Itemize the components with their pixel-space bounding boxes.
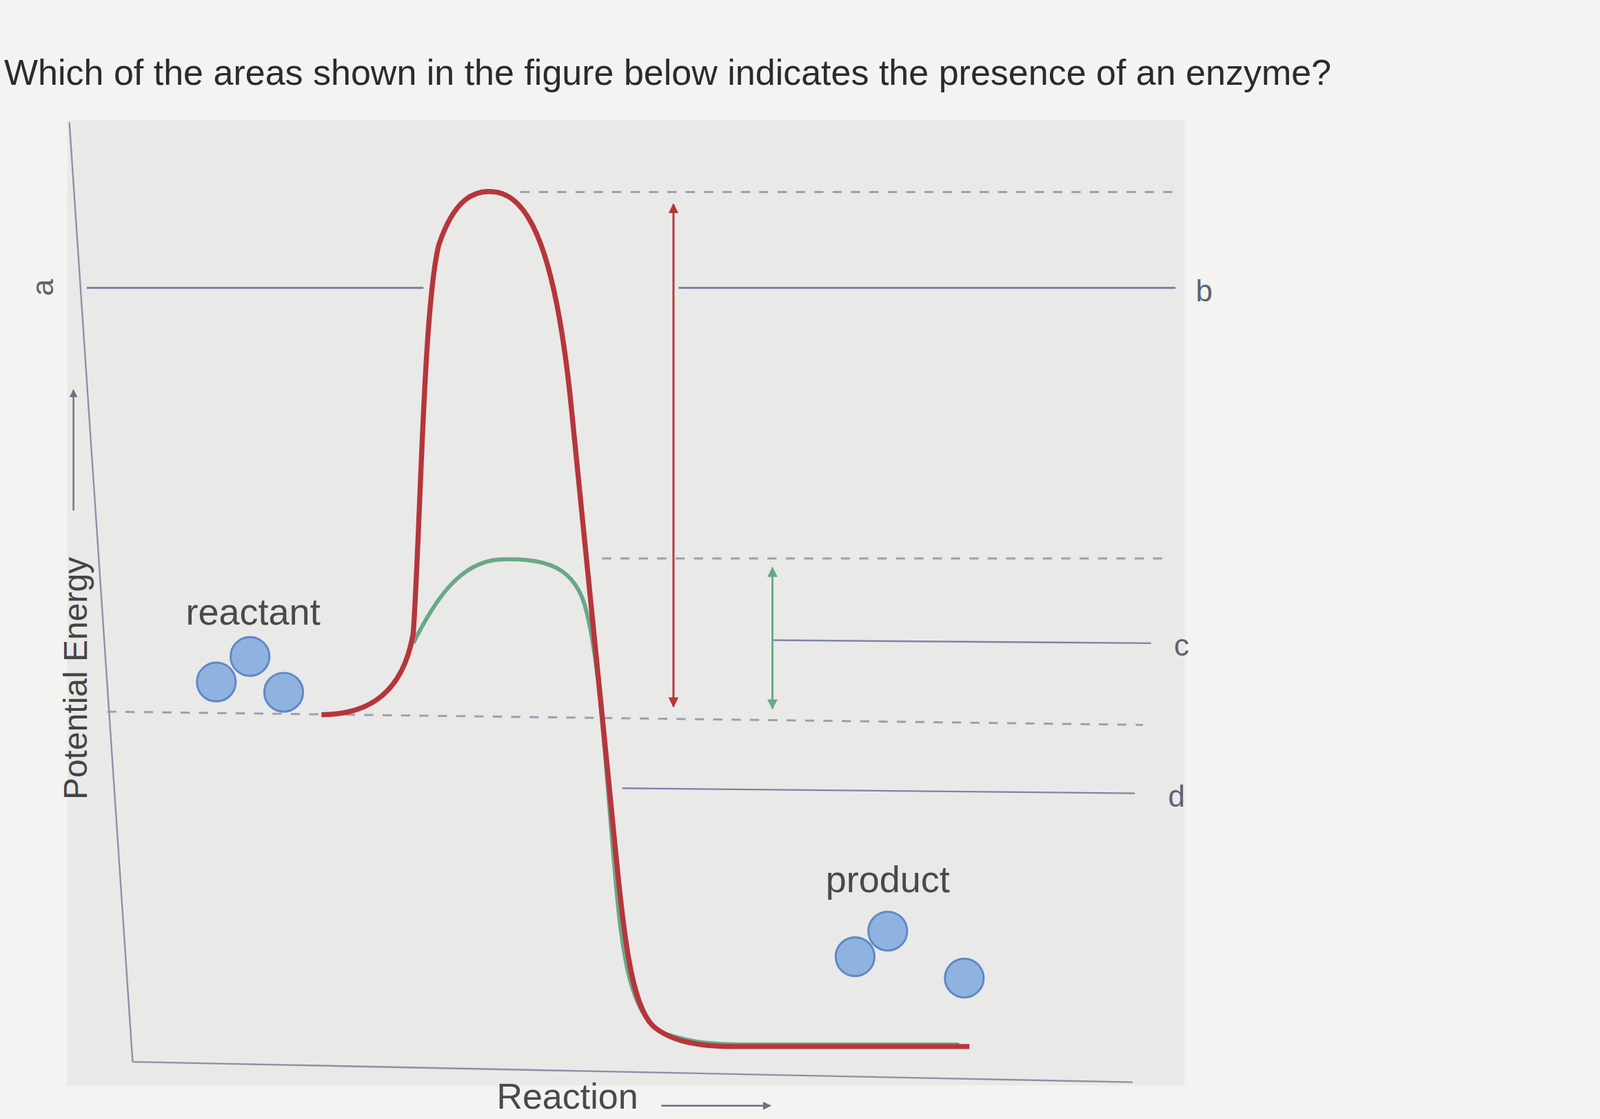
axis-label: Reaction [496,1077,638,1117]
leader-line [86,286,424,289]
energy-arrow [771,567,774,708]
dashed-level [601,557,1163,560]
enzyme-curve [412,559,959,1045]
leader-line [678,286,1176,289]
state-label: product [825,858,950,900]
axis-label: Potential Energy [57,557,94,800]
area-letter: c [1173,628,1190,662]
uncatalyzed-curve [321,191,970,1047]
dashed-level [106,711,1143,725]
area-letter: d [1167,778,1185,813]
area-letter: b [1195,274,1212,308]
state-label: reactant [186,591,321,633]
plot-ground [67,120,1186,1086]
leader-line [772,639,1152,643]
energy-arrow [672,204,675,707]
dashed-level [520,190,1174,194]
axis-arrow [72,390,74,511]
axis-arrow [661,1105,771,1107]
axis-letter: a [26,279,60,296]
leader-line [622,787,1135,793]
molecule-spheres [197,636,984,998]
question-title: Which of the areas shown in the figure b… [4,53,1332,93]
